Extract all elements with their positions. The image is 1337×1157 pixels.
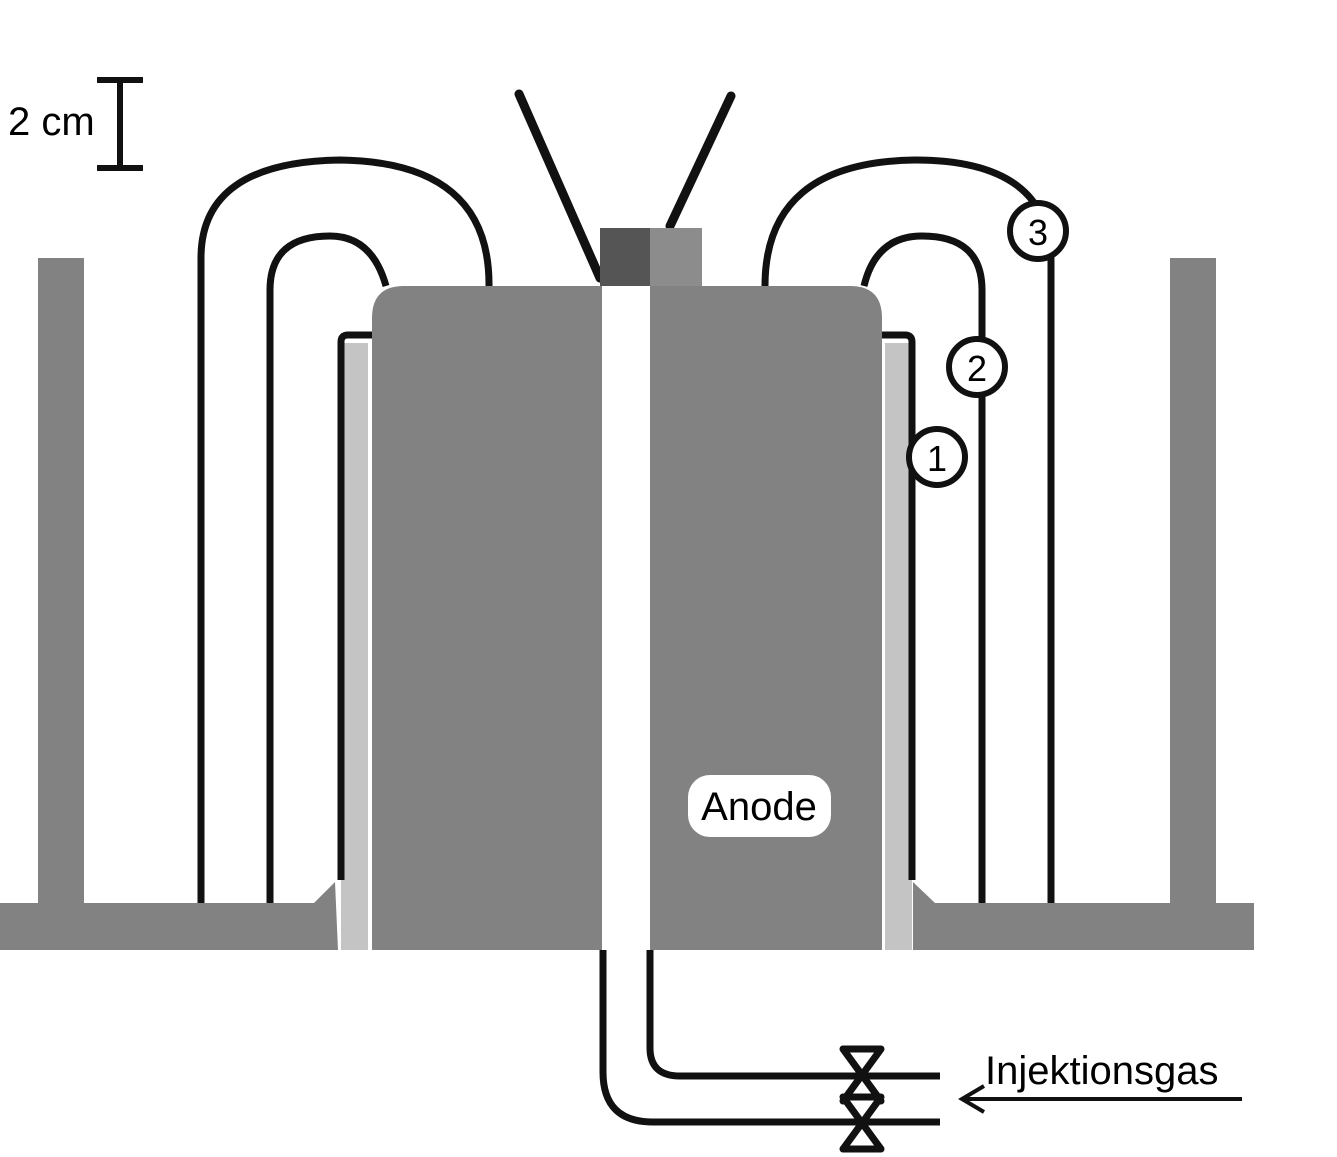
- scale-bar: 2 cm: [8, 77, 143, 171]
- v-wire-left: [514, 89, 605, 283]
- base-plate: [0, 258, 338, 950]
- injection-gas-label: Injektionsgas: [985, 1049, 1218, 1093]
- electrode-2-right: [860, 232, 986, 903]
- insulator-left: [341, 343, 368, 950]
- insulator-right: [885, 343, 912, 950]
- injection-arrow-icon: [958, 1084, 1242, 1114]
- electrode-3-left: [197, 156, 493, 903]
- gas-channel: [602, 286, 650, 950]
- marker-2: 2: [946, 336, 1008, 398]
- anode-label: Anode: [701, 785, 817, 829]
- base-plate-right: [913, 258, 1254, 950]
- marker-3-label: 3: [1028, 212, 1048, 253]
- scale-bar-label: 2 cm: [8, 100, 95, 144]
- marker-1: 1: [906, 426, 968, 488]
- valve-lower-icon: [839, 1093, 885, 1153]
- marker-1-label: 1: [927, 438, 947, 479]
- marker-3: 3: [1007, 200, 1069, 262]
- gas-pipe-inner: [646, 950, 940, 1080]
- marker-2-label: 2: [967, 348, 987, 389]
- v-wire-right: [665, 91, 736, 231]
- anode-label-bg: [688, 775, 831, 837]
- electrode-1-left: [337, 331, 372, 880]
- gas-pipe-outer: [599, 950, 940, 1126]
- electrode-2-left: [266, 232, 390, 903]
- electrode-1-right: [882, 331, 916, 880]
